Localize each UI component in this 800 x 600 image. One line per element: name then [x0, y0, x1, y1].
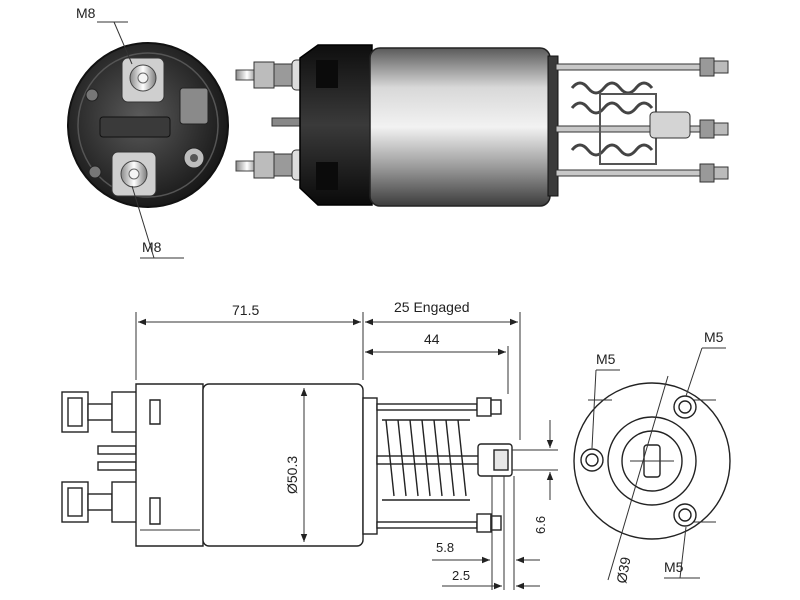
dim-diameter: Ø50.3	[284, 388, 308, 542]
photo-end-cap	[67, 42, 229, 208]
photo-side-view	[235, 44, 729, 207]
dim-label-d50-3: Ø50.3	[284, 456, 300, 494]
dim-label-44: 44	[424, 331, 440, 347]
dim-label-2-5: 2.5	[452, 568, 470, 583]
bottom-terminal-stud	[111, 151, 157, 197]
dim-label-71-5: 71.5	[232, 302, 259, 318]
callout-m8-top: M8	[76, 5, 96, 21]
dim-label-5-8: 5.8	[436, 540, 454, 555]
dim-label-6-6: 6.6	[533, 516, 548, 534]
drawing-end-view	[573, 375, 731, 581]
small-terminal-screw	[179, 87, 209, 169]
end-view-hole-bottom-right	[673, 503, 697, 527]
drawing-left-terminals	[61, 391, 139, 523]
photo-spring	[570, 81, 654, 157]
dim-offset: 6.6	[512, 420, 558, 534]
drawing-spring	[382, 419, 470, 501]
drawing-side-view	[61, 383, 513, 547]
end-label-m5-bottom-right: M5	[664, 559, 684, 575]
top-terminal-stud	[121, 57, 165, 103]
dim-overall-length: 71.5	[135, 302, 364, 380]
dim-stroke: 44	[365, 331, 509, 394]
end-label-m5-top-right: M5	[704, 329, 724, 345]
end-view-hole-top-right	[673, 395, 697, 419]
end-label-d39: Ø39	[613, 555, 633, 584]
callout-m8-bottom: M8	[142, 239, 162, 255]
end-label-m5-left: M5	[596, 351, 616, 367]
dim-engaged: 25 Engaged	[365, 299, 521, 440]
dim-label-25-engaged: 25 Engaged	[394, 299, 470, 315]
end-view-hole-left	[580, 448, 604, 472]
dim-small: 5.8 2.5	[432, 476, 540, 590]
